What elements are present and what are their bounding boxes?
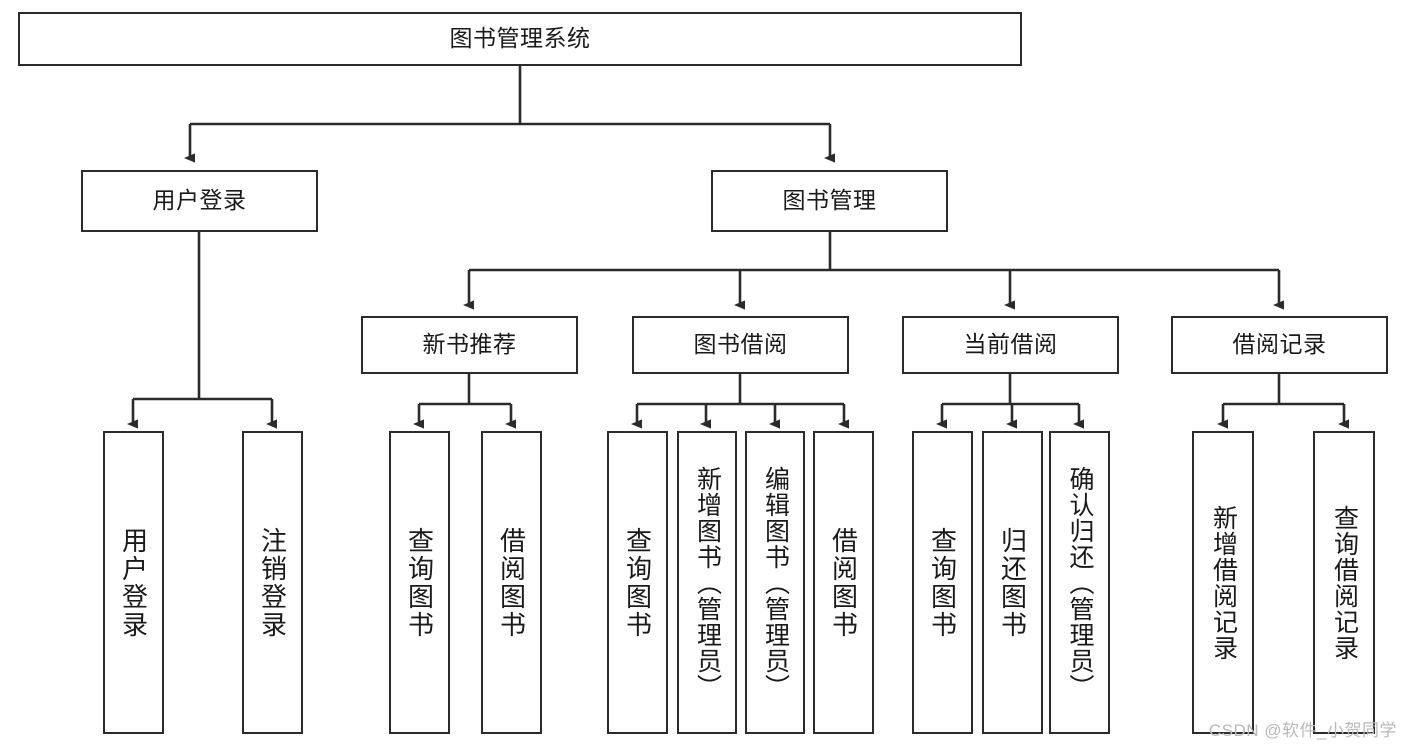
node-root-label: 图书管理系统	[449, 25, 591, 52]
node-leaf-borrow-book-1-label: 借阅图书	[496, 526, 527, 639]
node-leaf-confirm-return-label: 确认归还（管理员）	[1066, 465, 1094, 700]
node-leaf-query-book-1[interactable]: 查询图书	[389, 431, 450, 734]
node-leaf-user-login[interactable]: 用户登录	[103, 431, 164, 734]
node-book-borrow-label: 图书借阅	[693, 331, 788, 358]
node-book-borrow[interactable]: 图书借阅	[632, 316, 849, 374]
node-leaf-edit-book[interactable]: 编辑图书（管理员）	[745, 431, 805, 734]
node-leaf-add-record-label: 新增借阅记录	[1209, 504, 1238, 661]
node-leaf-query-book-3[interactable]: 查询图书	[912, 431, 973, 734]
node-leaf-add-book[interactable]: 新增图书（管理员）	[677, 431, 737, 734]
node-leaf-query-record[interactable]: 查询借阅记录	[1313, 431, 1375, 734]
node-leaf-query-book-2[interactable]: 查询图书	[607, 431, 668, 734]
node-leaf-borrow-book-2-label: 借阅图书	[828, 526, 859, 639]
node-current-borrow-label: 当前借阅	[963, 331, 1058, 358]
node-root[interactable]: 图书管理系统	[18, 12, 1022, 66]
node-borrow-record[interactable]: 借阅记录	[1171, 316, 1388, 374]
node-borrow-record-label: 借阅记录	[1232, 331, 1327, 358]
node-leaf-add-record[interactable]: 新增借阅记录	[1192, 431, 1254, 734]
node-book-manage-label: 图书管理	[782, 187, 877, 214]
node-new-book-recommend-label: 新书推荐	[422, 331, 517, 358]
node-leaf-user-login-label: 用户登录	[118, 526, 149, 639]
node-user-login[interactable]: 用户登录	[81, 170, 318, 232]
node-current-borrow[interactable]: 当前借阅	[902, 316, 1119, 374]
node-leaf-query-book-3-label: 查询图书	[927, 526, 958, 639]
node-leaf-edit-book-label: 编辑图书（管理员）	[761, 465, 790, 700]
node-book-manage[interactable]: 图书管理	[711, 170, 948, 232]
node-leaf-logout[interactable]: 注销登录	[242, 431, 303, 734]
node-leaf-borrow-book-2[interactable]: 借阅图书	[813, 431, 874, 734]
node-leaf-add-book-label: 新增图书（管理员）	[693, 465, 722, 700]
node-user-login-label: 用户登录	[152, 187, 247, 214]
node-leaf-logout-label: 注销登录	[257, 526, 288, 639]
node-leaf-query-record-label: 查询借阅记录	[1330, 504, 1359, 661]
node-leaf-return-book[interactable]: 归还图书	[982, 431, 1043, 734]
node-leaf-query-book-2-label: 查询图书	[622, 526, 653, 639]
node-leaf-return-book-label: 归还图书	[997, 526, 1028, 639]
node-leaf-confirm-return[interactable]: 确认归还（管理员）	[1049, 431, 1110, 734]
node-new-book-recommend[interactable]: 新书推荐	[361, 316, 578, 374]
node-leaf-borrow-book-1[interactable]: 借阅图书	[481, 431, 542, 734]
watermark-text: CSDN @软件_小贺同学	[1208, 721, 1397, 740]
node-leaf-query-book-1-label: 查询图书	[404, 526, 435, 639]
